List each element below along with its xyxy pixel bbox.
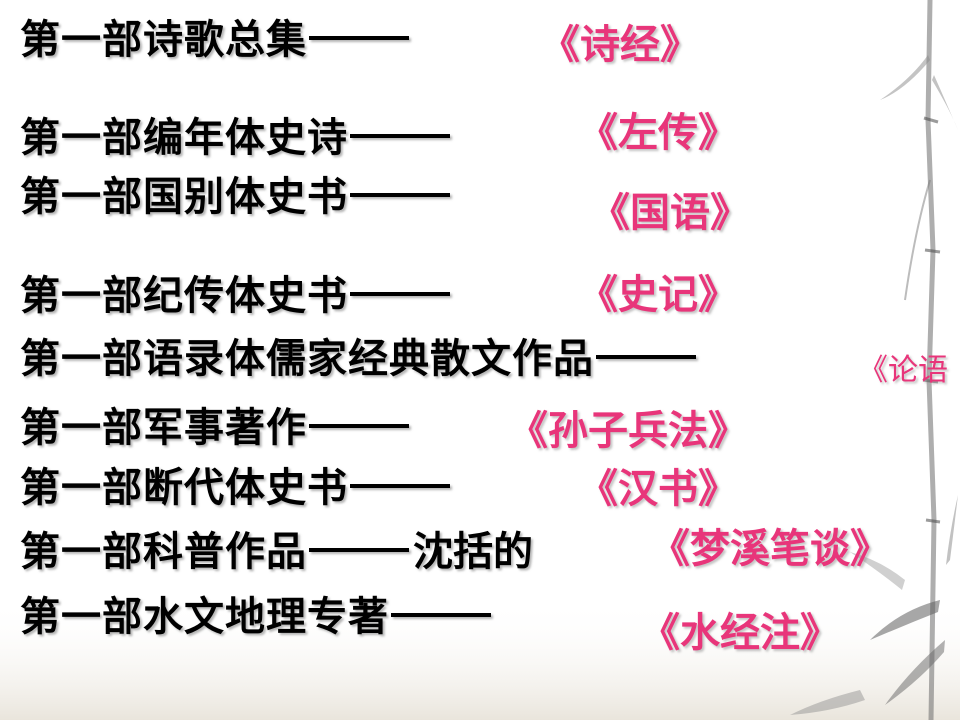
line-7: 第一部断代体史书 <box>20 454 454 514</box>
line-6-dash <box>309 424 409 428</box>
line-7-label: 第一部断代体史书 <box>20 465 348 511</box>
line-7-book-title: 《汉书》 <box>578 466 738 512</box>
line-2-dash <box>350 134 450 138</box>
line-2: 第一部编年体史诗 <box>20 104 454 164</box>
line-3: 第一部国别体史书 <box>20 163 454 223</box>
line-1-book-title: 《诗经》 <box>540 22 700 68</box>
line-5-dash <box>596 355 696 359</box>
line-4-dash <box>350 292 450 296</box>
line-5: 第一部语录体儒家经典散文作品 <box>20 325 700 385</box>
line-1-label: 第一部诗歌总集 <box>20 17 307 63</box>
line-1: 第一部诗歌总集 <box>20 6 413 66</box>
line-8-dash <box>309 548 409 552</box>
line-9: 第一部水文地理专著 <box>20 583 495 643</box>
line-4-book-title: 《史记》 <box>578 272 738 318</box>
line-3-dash <box>350 193 450 197</box>
line-4-label: 第一部纪传体史书 <box>20 273 348 319</box>
line-6-book-title: 《孙子兵法》 <box>508 408 748 454</box>
line-1-dash <box>309 36 409 40</box>
line-8-label: 第一部科普作品 <box>20 529 307 575</box>
line-5-label: 第一部语录体儒家经典散文作品 <box>20 336 594 382</box>
line-5-book-title: 《论语 <box>858 353 948 388</box>
line-8-book-title: 《梦溪笔谈》 <box>650 526 890 572</box>
line-2-book-title: 《左传》 <box>578 110 738 156</box>
line-9-book-title: 《水经注》 <box>640 610 840 656</box>
line-8: 第一部科普作品 沈括的 <box>20 518 533 578</box>
line-6: 第一部军事著作 <box>20 394 413 454</box>
line-9-label: 第一部水文地理专著 <box>20 594 389 640</box>
line-4: 第一部纪传体史书 <box>20 262 454 322</box>
line-7-dash <box>350 484 450 488</box>
line-8-author: 沈括的 <box>413 529 533 575</box>
line-3-book-title: 《国语》 <box>590 190 750 236</box>
line-2-label: 第一部编年体史诗 <box>20 115 348 161</box>
line-9-dash <box>391 613 491 617</box>
line-6-label: 第一部军事著作 <box>20 405 307 451</box>
line-3-label: 第一部国别体史书 <box>20 174 348 220</box>
